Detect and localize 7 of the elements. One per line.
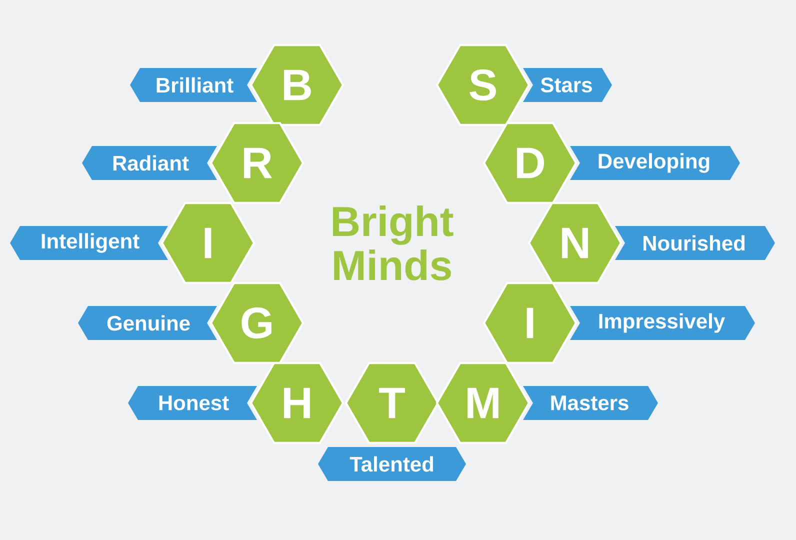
- title: Bright Minds: [333, 206, 454, 280]
- word-tag: Developing: [570, 146, 740, 180]
- word-tag: Nourished: [615, 226, 775, 260]
- word-tag: Intelligent: [10, 226, 168, 260]
- word-tag: Impressively: [570, 306, 755, 340]
- word-tag: Talented: [318, 446, 466, 481]
- word-tag: Stars: [523, 68, 612, 102]
